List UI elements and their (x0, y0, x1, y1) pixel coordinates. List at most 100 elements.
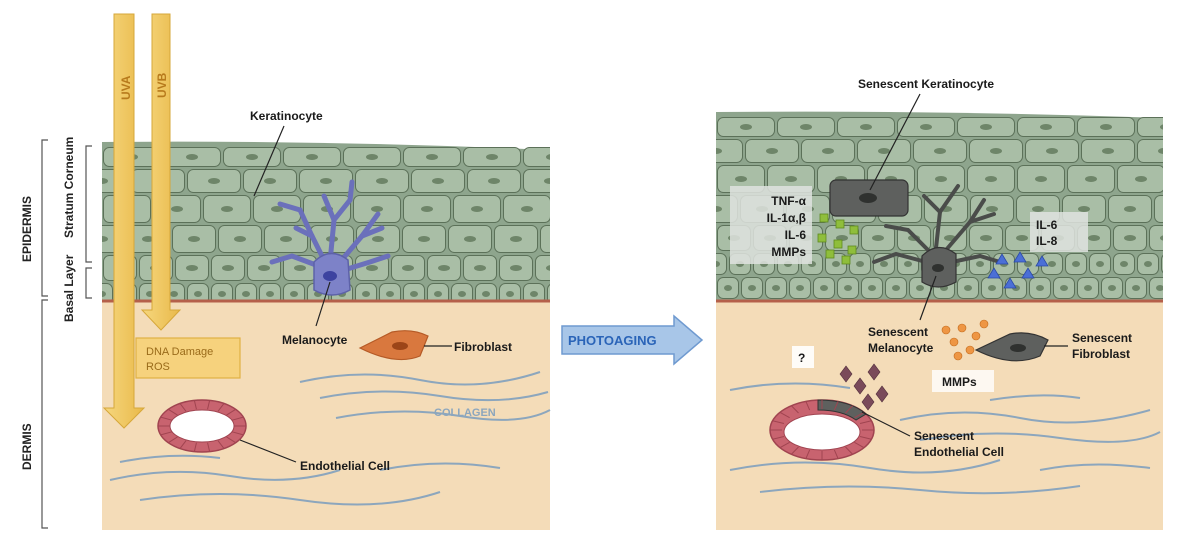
endothelial-divider (160, 431, 173, 436)
keratinocyte-nucleus (554, 291, 562, 297)
keratinocyte-nucleus (832, 261, 840, 267)
keratinocyte-nucleus (170, 291, 178, 297)
sasp-right-2: IL-8 (1036, 234, 1058, 248)
keratinocyte-nucleus (258, 265, 270, 271)
keratinocyte-nucleus (1035, 176, 1047, 182)
keratinocyte-nucleus (1160, 124, 1163, 130)
endothelial-pointer (239, 439, 297, 463)
green-sasp-factors (817, 213, 859, 265)
keratinocyte-nucleus (935, 176, 947, 182)
keratinocyte-cell (716, 253, 727, 275)
fibroblast-label: Fibroblast (454, 340, 512, 354)
keratinocyte-nucleus (142, 236, 154, 242)
keratinocyte-nucleus (920, 124, 932, 130)
keratinocyte-nucleus (1156, 285, 1163, 291)
mmps-box (932, 370, 994, 392)
keratinocyte-nucleus (1032, 206, 1044, 212)
right-skin-panel: Senescent Keratinocyte TNF-α IL-1α,β IL-… (716, 77, 1181, 530)
sasp-left-3: IL-6 (785, 228, 807, 242)
uva-label: UVA (119, 75, 133, 100)
senescent-fibroblast-label-1: Senescent (1072, 331, 1132, 345)
endothelial-divider (772, 420, 785, 424)
keratinocyte-nucleus (724, 285, 732, 291)
endothelial-divider (859, 420, 872, 424)
keratinocyte-nucleus (1170, 206, 1181, 212)
endothelial-divider (193, 400, 197, 410)
keratinocyte-nucleus (290, 291, 298, 297)
keratinocyte-nucleus (1046, 148, 1058, 154)
stratum-corneum-label: Stratum Corneum (62, 137, 76, 238)
keratinocyte-nucleus (766, 148, 778, 154)
keratinocyte-nucleus (1158, 148, 1163, 154)
keratinocyte-nucleus (820, 285, 828, 291)
keratinocyte-nucleus (402, 265, 414, 271)
keratinocyte-cell (1137, 117, 1163, 137)
keratinocyte-nucleus (242, 291, 250, 297)
keratinocyte-nucleus (371, 206, 383, 212)
endothelial-divider (207, 442, 211, 452)
senescent-fibroblast-label-2: Fibroblast (1072, 347, 1130, 361)
keratinocyte-nucleus (964, 285, 972, 291)
senescent-melanocyte-label-2: Melanocyte (868, 341, 934, 355)
keratinocyte-nucleus (988, 285, 996, 291)
keratinocyte-nucleus (410, 291, 418, 297)
uvb-arrow (140, 13, 182, 331)
uvb-label: UVB (155, 72, 169, 98)
senescent-endothelial-label-1: Senescent (914, 429, 974, 443)
keratinocyte-nucleus (234, 236, 246, 242)
keratinocyte-nucleus (432, 178, 444, 184)
orange-sasp-factors (941, 319, 989, 361)
keratinocyte-cell (523, 169, 550, 193)
keratinocyte-cell (1137, 139, 1163, 163)
keratinocyte-nucleus (934, 148, 946, 154)
keratinocyte-nucleus (372, 236, 384, 242)
keratinocyte-nucleus (1084, 285, 1092, 291)
keratinocyte-nucleus (1060, 285, 1068, 291)
senescent-endothelial-label-2: Endothelial Cell (914, 445, 1004, 459)
keratinocyte-nucleus (716, 261, 720, 267)
keratinocyte-nucleus (800, 124, 812, 130)
keratinocyte-nucleus (376, 178, 388, 184)
keratinocyte-nucleus (735, 176, 747, 182)
side-brackets (41, 139, 92, 529)
endothelial-divider (859, 436, 872, 440)
endothelial-divider (179, 403, 187, 412)
endothelial-divider (854, 441, 865, 449)
endothelial-divider (805, 449, 811, 459)
keratinocyte-cell (1162, 302, 1181, 323)
keratinocyte-nucleus (1036, 285, 1044, 291)
keratinocyte-nucleus (1135, 176, 1147, 182)
keratinocyte-nucleus (471, 206, 483, 212)
blue-sasp-factors (987, 251, 1049, 289)
endothelial-divider (779, 411, 790, 419)
keratinocyte-nucleus (985, 176, 997, 182)
endothelial-divider (231, 416, 244, 421)
keratinocyte-nucleus (1102, 148, 1114, 154)
keratinocyte-nucleus (386, 291, 394, 297)
collagen-label: COLLAGEN (434, 407, 496, 419)
keratinocyte-nucleus (785, 176, 797, 182)
endothelial-divider (772, 436, 785, 440)
keratinocyte-nucleus (1085, 176, 1097, 182)
keratinocyte-nucleus (716, 206, 722, 212)
senescent-keratinocyte-pointer (869, 93, 921, 191)
senescent-melanocyte-pointer (919, 275, 937, 321)
keratinocyte-nucleus (521, 206, 533, 212)
keratinocyte-nucleus (246, 154, 258, 160)
keratinocyte-nucleus (860, 124, 872, 130)
keratinocyte-nucleus (1078, 206, 1090, 212)
keratinocyte-cell (547, 284, 550, 302)
senescent-keratinocyte-label: Senescent Keratinocyte (858, 77, 994, 91)
keratinocyte-nucleus (171, 206, 183, 212)
endothelial-divider (226, 436, 236, 444)
dna-damage-box (135, 337, 241, 379)
endothelial-divider (791, 446, 799, 455)
sasp-left-1: TNF-α (771, 194, 806, 208)
question-box (792, 346, 814, 368)
senescent-endothelial-pointer (861, 411, 911, 437)
keratinocyte-nucleus (102, 291, 106, 297)
endothelial-divider (791, 405, 799, 414)
fibroblast-nucleus (392, 342, 408, 350)
keratinocyte-nucleus (904, 261, 912, 267)
